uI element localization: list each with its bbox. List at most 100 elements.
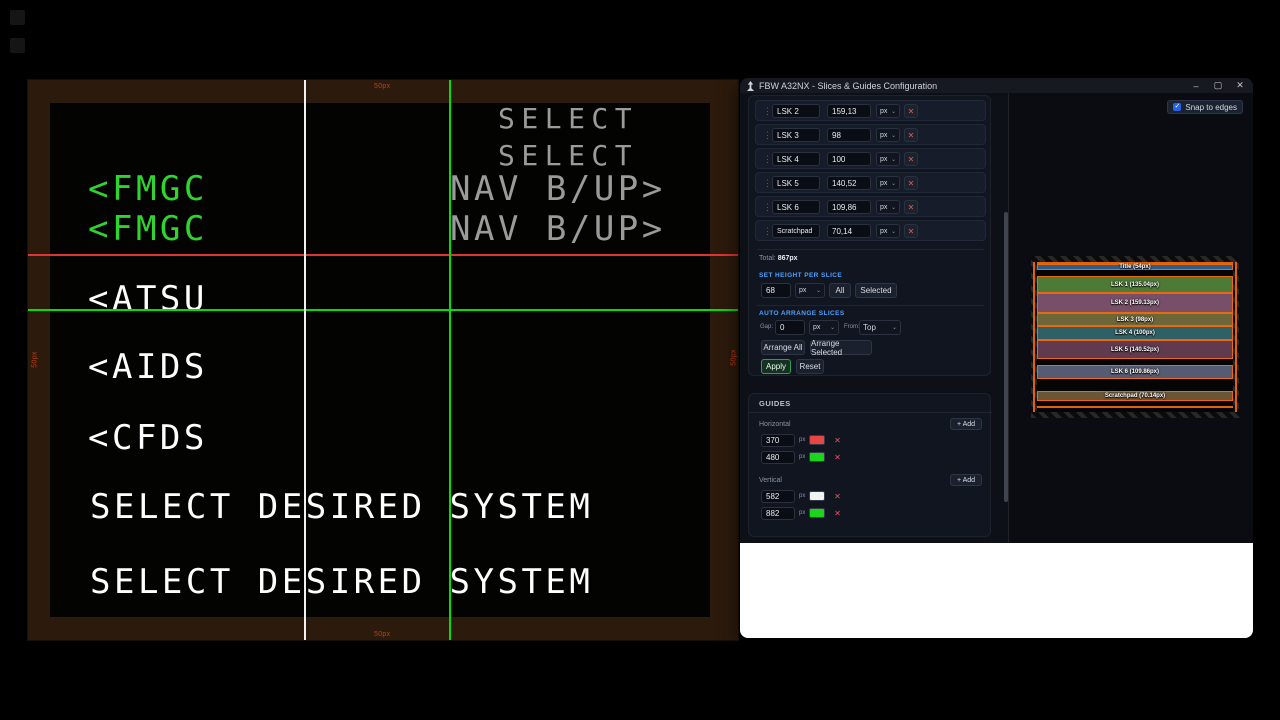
drag-handle-icon[interactable]: ⋮⋮ (763, 178, 778, 188)
desktop-icon[interactable] (10, 38, 25, 53)
remove-slice-button[interactable]: ✕ (904, 152, 918, 166)
slice-name-input[interactable]: LSK 5 (772, 176, 820, 190)
guide-position-input[interactable]: 370 (761, 434, 795, 447)
unit-select[interactable]: px⌄ (876, 200, 900, 214)
panel-scrollbar[interactable] (1004, 212, 1008, 502)
slice-name-input[interactable]: LSK 4 (772, 152, 820, 166)
total-label: Total: 867px (759, 255, 798, 262)
preview-slice-lsk1[interactable]: LSK 1 (135.04px) (1037, 276, 1233, 293)
drag-handle-icon[interactable]: ⋮⋮ (763, 202, 778, 212)
remove-guide-button[interactable]: ✕ (834, 436, 841, 445)
vertical-guide-green[interactable] (449, 80, 451, 640)
guides-card: GUIDES Horizontal + Add 370 px ✕ 480 px … (748, 393, 992, 537)
preview-slice-lsk6[interactable]: LSK 6 (109.86px) (1037, 365, 1233, 379)
preview-bottom-edge-line (1037, 406, 1233, 408)
slice-row-lsk3[interactable]: ⋮⋮ LSK 3 98 px⌄ ✕ (755, 124, 986, 145)
ruler-label-top: 50px (374, 83, 391, 90)
slice-row-scratchpad[interactable]: ⋮⋮ Scratchpad 70,14 px⌄ ✕ (755, 220, 986, 241)
set-height-input[interactable]: 68 (761, 283, 791, 298)
maximize-button[interactable]: ▢ (1213, 80, 1223, 90)
slice-row-lsk2[interactable]: ⋮⋮ LSK 2 159,13 px⌄ ✕ (755, 100, 986, 121)
checkbox-checked-icon[interactable]: ✓ (1173, 103, 1182, 111)
remove-slice-button[interactable]: ✕ (904, 200, 918, 214)
mcdu-line-aids: <AIDS (88, 347, 208, 387)
remove-guide-button[interactable]: ✕ (834, 453, 841, 462)
add-vertical-guide-button[interactable]: + Add (950, 474, 982, 486)
chevron-down-icon: ⌄ (829, 325, 835, 331)
guide-position-input[interactable]: 582 (761, 490, 795, 503)
set-height-unit-select[interactable]: px⌄ (795, 283, 825, 298)
remove-guide-button[interactable]: ✕ (834, 492, 841, 501)
preview-slice-lsk5[interactable]: LSK 5 (140.52px) (1037, 340, 1233, 359)
remove-slice-button[interactable]: ✕ (904, 224, 918, 238)
horizontal-guide-red[interactable] (28, 254, 738, 256)
guide-position-input[interactable]: 480 (761, 451, 795, 464)
add-horizontal-guide-button[interactable]: + Add (950, 418, 982, 430)
gap-unit-select[interactable]: px⌄ (809, 320, 839, 335)
gap-input[interactable]: 0 (775, 320, 805, 335)
slice-row-lsk5[interactable]: ⋮⋮ LSK 5 140,52 px⌄ ✕ (755, 172, 986, 193)
slice-value-input[interactable]: 159,13 (827, 104, 871, 118)
preview-slice-lsk3[interactable]: LSK 3 (98px) (1037, 313, 1233, 326)
arrange-selected-button[interactable]: Arrange Selected (810, 339, 872, 357)
snap-to-edges-toggle[interactable]: ✓ Snap to edges (1167, 100, 1243, 114)
horizontal-guide-green[interactable] (28, 309, 738, 311)
apply-button[interactable]: Apply (761, 359, 791, 374)
guide-color-swatch[interactable] (809, 452, 825, 462)
unit-select[interactable]: px⌄ (876, 128, 900, 142)
remove-slice-button[interactable]: ✕ (904, 128, 918, 142)
slice-value-input[interactable]: 98 (827, 128, 871, 142)
slice-value-input[interactable]: 100 (827, 152, 871, 166)
guides-header: GUIDES (759, 399, 791, 408)
preview-slice-lsk2[interactable]: LSK 2 (159.13px) (1037, 293, 1233, 313)
slice-row-lsk6[interactable]: ⋮⋮ LSK 6 109,86 px⌄ ✕ (755, 196, 986, 217)
set-height-selected-button[interactable]: Selected (855, 283, 897, 298)
remove-slice-button[interactable]: ✕ (904, 104, 918, 118)
slice-preview-canvas[interactable]: Title (54px) LSK 1 (135.04px) LSK 2 (159… (1033, 262, 1237, 412)
slice-name-input[interactable]: LSK 2 (772, 104, 820, 118)
divider (749, 412, 992, 413)
snap-to-edges-label: Snap to edges (1185, 102, 1237, 112)
slice-preview[interactable]: Title (54px) LSK 1 (135.04px) LSK 2 (159… (1031, 256, 1239, 418)
unit-select[interactable]: px⌄ (876, 152, 900, 166)
guide-color-swatch[interactable] (809, 435, 825, 445)
unit-select[interactable]: px⌄ (876, 176, 900, 190)
guide-unit-label: px (799, 493, 806, 499)
unit-select[interactable]: px⌄ (876, 104, 900, 118)
drag-handle-icon[interactable]: ⋮⋮ (763, 106, 778, 116)
preview-slice-lsk4[interactable]: LSK 4 (100px) (1037, 326, 1233, 340)
guide-color-swatch[interactable] (809, 508, 825, 518)
preview-slice-title[interactable]: Title (54px) (1037, 264, 1233, 270)
mcdu-line-select-desired-1: SELECT DESIRED SYSTEM (90, 487, 594, 527)
arrange-all-button[interactable]: Arrange All (761, 340, 805, 355)
preview-slice-scratchpad[interactable]: Scratchpad (70.14px) (1037, 391, 1233, 401)
reset-button[interactable]: Reset (796, 359, 824, 374)
drag-handle-icon[interactable]: ⋮⋮ (763, 154, 778, 164)
mcdu-line-fmgc-1: <FMGC (88, 169, 208, 209)
slice-value-input[interactable]: 70,14 (827, 224, 871, 238)
vertical-guide-white[interactable] (304, 80, 306, 640)
preview-left-edge-line (1033, 262, 1035, 412)
drag-handle-icon[interactable]: ⋮⋮ (763, 226, 778, 236)
mcdu-capture-area: SELECT SELECT <FMGC NAV B/UP> <FMGC NAV … (27, 79, 739, 641)
slice-name-input[interactable]: LSK 3 (772, 128, 820, 142)
remove-slice-button[interactable]: ✕ (904, 176, 918, 190)
ruler-label-right: 50px (730, 349, 738, 366)
drag-handle-icon[interactable]: ⋮⋮ (763, 130, 778, 140)
close-button[interactable]: ✕ (1236, 80, 1244, 90)
guide-color-swatch[interactable] (809, 491, 825, 501)
desktop-icon[interactable] (10, 10, 25, 25)
guide-position-input[interactable]: 882 (761, 507, 795, 520)
minimize-button[interactable]: – (1193, 80, 1199, 91)
remove-guide-button[interactable]: ✕ (834, 509, 841, 518)
preview-pane: ✓ Snap to edges Title (54px) LSK 1 (135.… (1008, 93, 1253, 543)
unit-select[interactable]: px⌄ (876, 224, 900, 238)
slice-name-input[interactable]: Scratchpad (772, 224, 820, 238)
set-height-all-button[interactable]: All (829, 283, 851, 298)
slice-name-input[interactable]: LSK 6 (772, 200, 820, 214)
window-titlebar[interactable]: FBW A32NX - Slices & Guides Configuratio… (740, 78, 1253, 93)
slice-row-lsk4[interactable]: ⋮⋮ LSK 4 100 px⌄ ✕ (755, 148, 986, 169)
slice-value-input[interactable]: 140,52 (827, 176, 871, 190)
slice-value-input[interactable]: 109,86 (827, 200, 871, 214)
from-select[interactable]: Top⌄ (859, 320, 901, 335)
